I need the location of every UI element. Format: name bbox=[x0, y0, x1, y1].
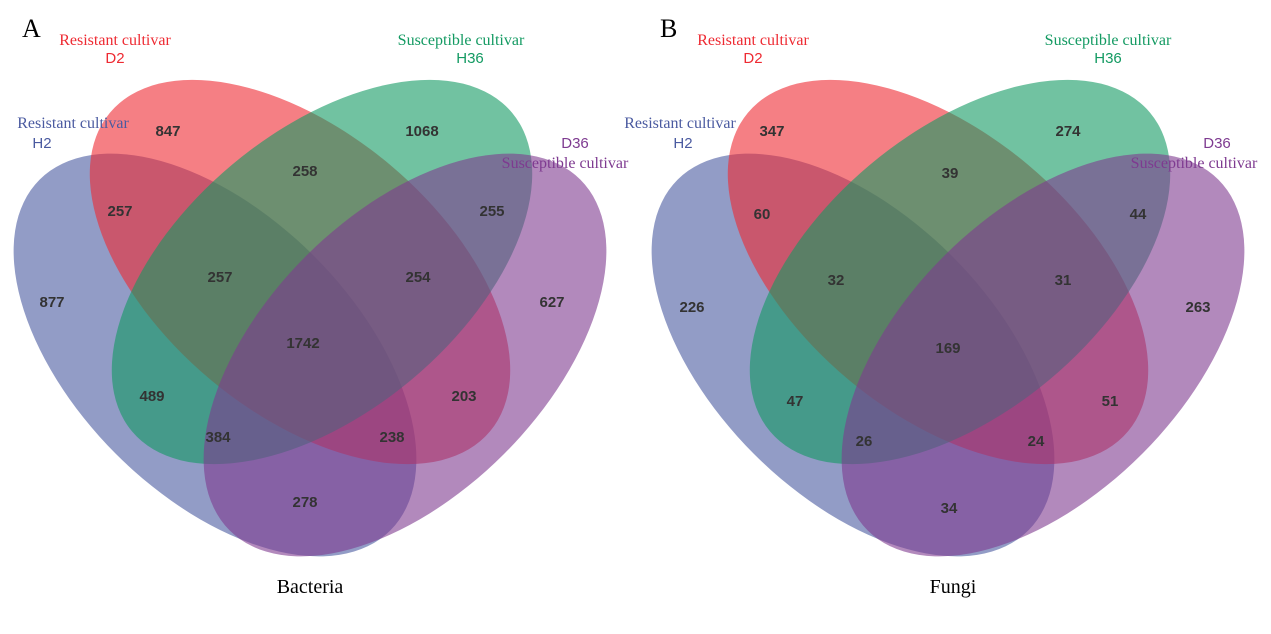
set-ellipse-d36 bbox=[841, 153, 1245, 557]
region-count-d2-d36: 51 bbox=[1102, 393, 1119, 410]
set-label-h36-group: Susceptible cultivar bbox=[1045, 32, 1172, 49]
region-count-h2-d2: 257 bbox=[107, 203, 132, 220]
region-count-h2-d36: 278 bbox=[292, 494, 317, 511]
set-label-h36-group: Susceptible cultivar bbox=[398, 32, 525, 49]
set-label-d36-name: D36 bbox=[561, 135, 589, 152]
region-count-h2-d2-d36: 238 bbox=[379, 429, 404, 446]
region-count-h2-only: 877 bbox=[39, 294, 64, 311]
region-count-d2-h36-d36: 31 bbox=[1055, 272, 1072, 289]
region-count-d2-h36: 258 bbox=[292, 163, 317, 180]
set-label-h36-name: H36 bbox=[456, 50, 484, 67]
region-count-d36-only: 263 bbox=[1185, 299, 1210, 316]
panel-letter: B bbox=[660, 14, 677, 43]
region-count-h2-d36: 34 bbox=[941, 500, 958, 517]
set-label-d36-group: Susceptible cultivar bbox=[502, 155, 629, 172]
set-label-h2-group: Resistant cultivar bbox=[624, 115, 736, 132]
region-count-d2-h36-d36: 254 bbox=[405, 269, 431, 286]
set-label-h36-name: H36 bbox=[1094, 50, 1122, 67]
region-count-d2-h36: 39 bbox=[942, 165, 959, 182]
set-ellipse-d36 bbox=[203, 153, 607, 557]
region-count-all: 1742 bbox=[286, 335, 319, 352]
set-label-d2-group: Resistant cultivar bbox=[697, 32, 809, 49]
panel-caption: Fungi bbox=[930, 576, 977, 598]
region-count-h2-d2: 60 bbox=[754, 206, 771, 223]
region-count-h36-d36: 255 bbox=[479, 203, 504, 220]
set-label-d2-name: D2 bbox=[105, 50, 124, 67]
set-label-h2-group: Resistant cultivar bbox=[17, 115, 129, 132]
set-label-d2-name: D2 bbox=[743, 50, 762, 67]
region-count-h2-h36-d36: 384 bbox=[205, 429, 231, 446]
region-count-d36-only: 627 bbox=[539, 294, 564, 311]
set-label-h2-name: H2 bbox=[673, 135, 692, 152]
region-count-d2-d36: 203 bbox=[451, 388, 476, 405]
region-count-d2-only: 847 bbox=[155, 123, 180, 140]
region-count-h36-d36: 44 bbox=[1130, 206, 1147, 223]
set-label-d2-group: Resistant cultivar bbox=[59, 32, 171, 49]
region-count-h2-d2-h36: 32 bbox=[828, 272, 845, 289]
set-label-d36-name: D36 bbox=[1203, 135, 1231, 152]
region-count-h2-h36: 489 bbox=[139, 388, 164, 405]
region-count-h2-only: 226 bbox=[679, 299, 704, 316]
region-count-h2-h36: 47 bbox=[787, 393, 804, 410]
panel-letter: A bbox=[22, 14, 41, 43]
region-count-all: 169 bbox=[935, 340, 960, 357]
set-label-h2-name: H2 bbox=[32, 135, 51, 152]
region-count-h36-only: 1068 bbox=[405, 123, 438, 140]
region-count-h2-d2-d36: 24 bbox=[1028, 433, 1045, 450]
region-count-h2-d2-h36: 257 bbox=[207, 269, 232, 286]
region-count-h2-h36-d36: 26 bbox=[856, 433, 873, 450]
set-label-d36-group: Susceptible cultivar bbox=[1131, 155, 1258, 172]
panel-caption: Bacteria bbox=[277, 576, 344, 598]
region-count-h36-only: 274 bbox=[1055, 123, 1081, 140]
region-count-d2-only: 347 bbox=[759, 123, 784, 140]
